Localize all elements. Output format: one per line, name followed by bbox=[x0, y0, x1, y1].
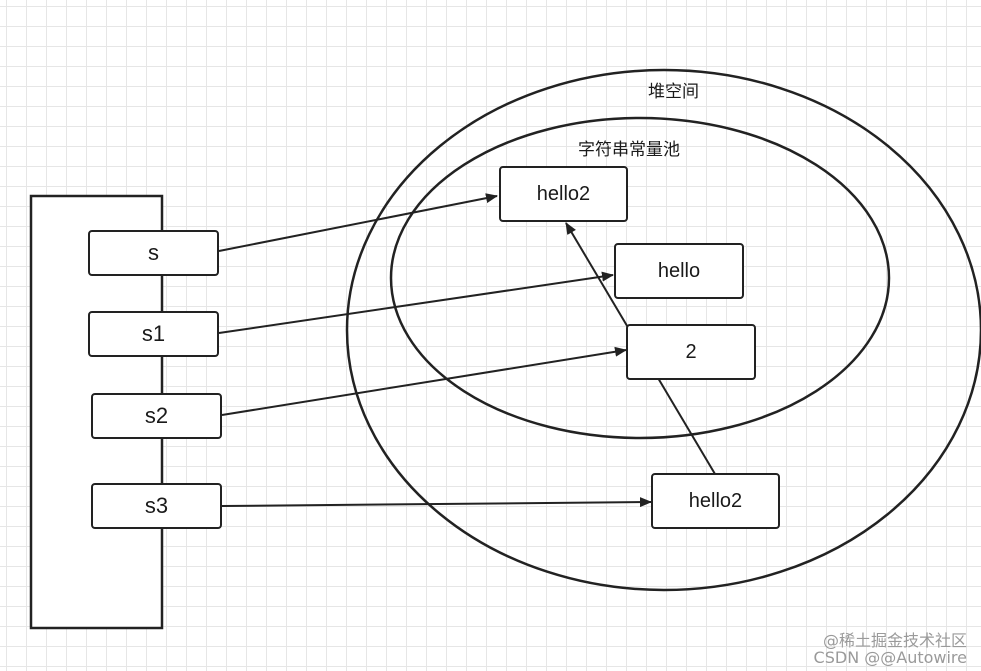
stack-var-s2: s2 bbox=[91, 393, 222, 439]
string-pool-label: 字符串常量池 bbox=[578, 140, 680, 160]
watermark-juejin: @稀土掘金技术社区 bbox=[822, 631, 967, 650]
arrow-s3-to-heap-hello2 bbox=[221, 497, 652, 508]
pool-object-2: 2 bbox=[626, 324, 756, 380]
heap-space-ellipse bbox=[345, 68, 981, 592]
stack-var-s3: s3 bbox=[91, 483, 222, 529]
stack-var-s1: s1 bbox=[88, 311, 219, 357]
pool-object-hello2: hello2 bbox=[499, 166, 628, 222]
string-pool-ellipse bbox=[389, 116, 891, 440]
arrow-s-to-pool-hello2 bbox=[218, 193, 498, 252]
heap-space-label: 堆空间 bbox=[648, 82, 699, 102]
pool-object-hello: hello bbox=[614, 243, 744, 299]
stack-var-s: s bbox=[88, 230, 219, 276]
watermark-csdn: CSDN @@Autowire bbox=[813, 648, 967, 667]
heap-object-hello2: hello2 bbox=[651, 473, 780, 529]
arrow-s2-to-2 bbox=[221, 346, 627, 416]
arrow-s1-to-hello bbox=[218, 271, 614, 334]
